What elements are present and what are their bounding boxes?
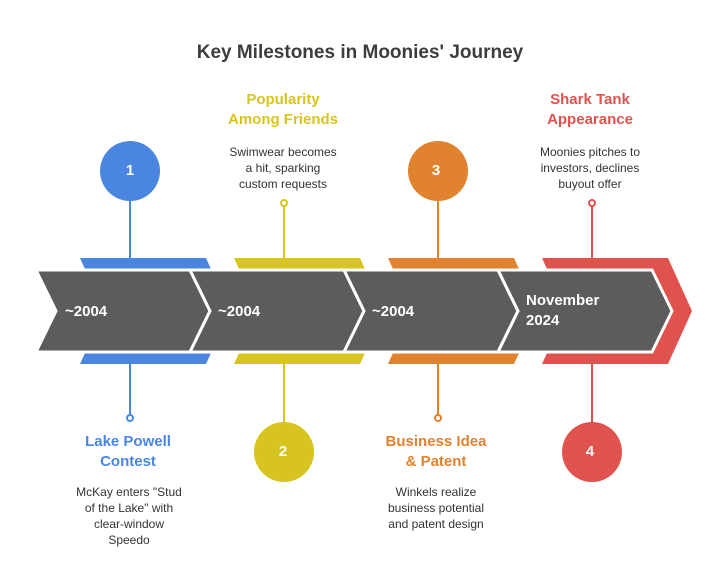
milestone-3-description: Winkels realize business potential and p… <box>387 485 485 531</box>
milestone-2-number-circle <box>254 422 314 482</box>
milestone-4-number: 4 <box>585 443 595 460</box>
milestone-3-date: ~2004 <box>372 303 415 320</box>
milestone-2-number: 2 <box>278 443 288 460</box>
page-title: Key Milestones in Moonies' Journey <box>196 42 524 63</box>
milestone-4-date: November 2024 <box>526 292 600 329</box>
milestone-1-date: ~2004 <box>65 303 108 320</box>
milestone-4-title: Shark Tank Appearance <box>547 91 633 128</box>
milestone-3-dot <box>434 414 442 422</box>
milestone-1-description: McKay enters "Stud of the Lake" with cle… <box>76 485 182 547</box>
milestone-2-date: ~2004 <box>218 303 261 320</box>
milestone-4-arrow-segment <box>495 268 674 354</box>
milestone-1-dot <box>126 414 134 422</box>
milestone-1-title: Lake Powell Contest <box>85 433 171 470</box>
milestone-3-title: Business Idea & Patent <box>385 433 487 470</box>
milestone-1-number: 1 <box>125 162 135 179</box>
milestone-1-arrow-segment <box>33 268 212 354</box>
milestone-4-description: Moonies pitches to investors, declines b… <box>539 145 641 191</box>
milestone-2-description: Swimwear becomes a hit, sparking custom … <box>229 145 337 191</box>
milestone-1-number-circle <box>100 141 160 201</box>
milestone-3-number-circle <box>408 141 468 201</box>
milestone-4-dot <box>588 199 596 207</box>
milestone-3-number: 3 <box>431 162 441 179</box>
milestone-3-arrow-segment <box>341 268 520 354</box>
milestone-2-title: Popularity Among Friends <box>227 91 338 128</box>
milestone-2-dot <box>280 199 288 207</box>
milestone-2-arrow-segment <box>187 268 366 354</box>
milestone-4-number-circle <box>562 422 622 482</box>
